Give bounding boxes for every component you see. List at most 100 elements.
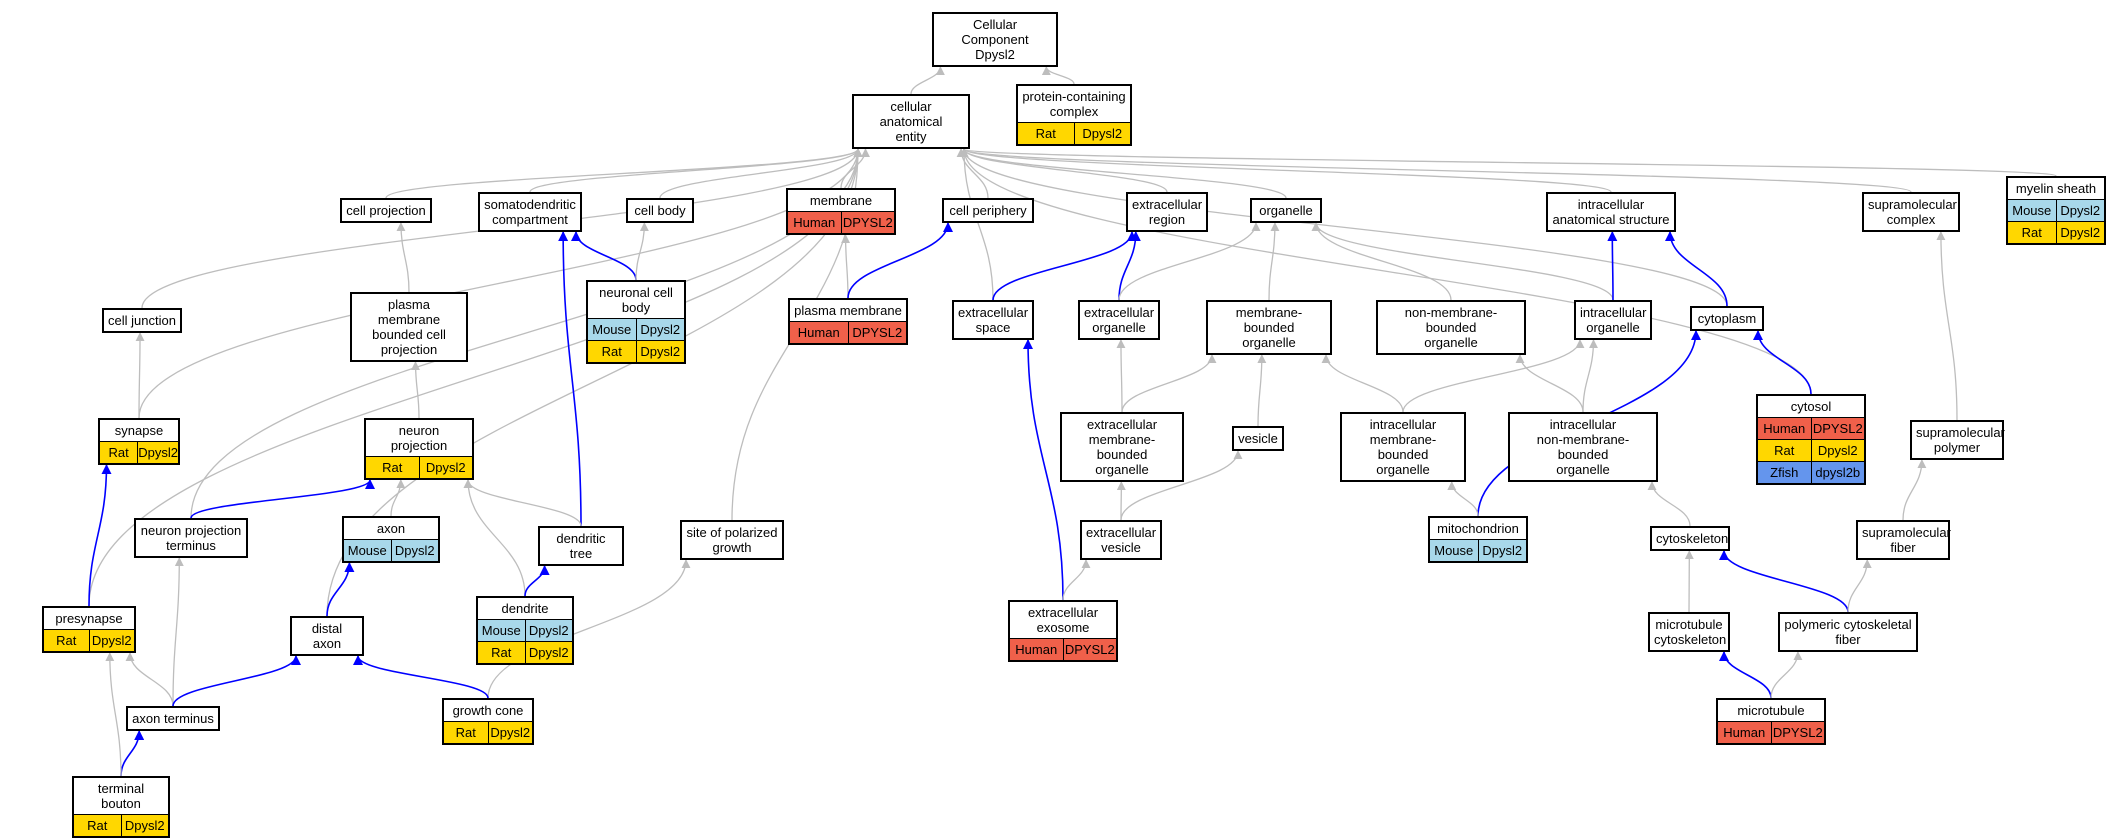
node-title: vesicle [1234, 428, 1282, 449]
node-cellbody[interactable]: cell body [626, 198, 694, 223]
node-title: dendritic tree [540, 528, 622, 564]
edge-embo-to-extorg [1121, 340, 1122, 412]
node-title-line: projection [356, 342, 462, 357]
node-title-line: site of polarized [686, 525, 778, 540]
node-dendtree[interactable]: dendritic tree [538, 526, 624, 566]
node-organelle[interactable]: organelle [1250, 198, 1322, 223]
species-cell: Human [788, 212, 842, 233]
edge-growthcone-to-distalaxon [358, 656, 488, 698]
node-title-line: intracellular [1346, 417, 1460, 432]
node-title-line: intracellular [1552, 197, 1670, 212]
node-title-line: region [1132, 212, 1202, 227]
node-title-line: terminus [140, 538, 242, 553]
node-title-line: membrane-bounded [1346, 432, 1460, 462]
species-cell: Mouse [344, 540, 392, 561]
node-cellproj[interactable]: cell projection [340, 198, 432, 223]
node-title-line: organelle [1084, 320, 1154, 335]
node-title-line: organelle [1382, 335, 1520, 350]
node-title-line: extracellular [1086, 525, 1156, 540]
species-cell: Rat [74, 815, 122, 836]
node-distalaxon[interactable]: distal axon [290, 616, 364, 656]
edge-imbo-to-mbo [1326, 355, 1403, 412]
node-title-line: synapse [104, 423, 174, 438]
node-title-line: space [958, 320, 1028, 335]
edge-mito-to-imbo [1452, 482, 1478, 516]
node-title-line: terminal bouton [78, 781, 164, 811]
species-cell: Human [790, 322, 849, 343]
edge-exosome-to-extvesicle [1063, 560, 1086, 600]
node-title-line: fiber [1784, 632, 1912, 647]
node-title-line: supramolecular [1916, 425, 1998, 440]
gene-cell: Dpysl2 [526, 642, 573, 663]
gene-cell: Dpysl2 [637, 319, 685, 340]
node-title-line: presynapse [48, 611, 130, 626]
node-title: membrane [788, 190, 894, 211]
node-title: myelin sheath [2008, 178, 2104, 199]
gene-cell: Dpysl2 [90, 630, 135, 651]
node-title-line: cytosol [1762, 399, 1860, 414]
node-title-line: vesicle [1086, 540, 1156, 555]
edge-dendtree-to-neuronproj [468, 480, 581, 526]
node-celljunction[interactable]: cell junction [102, 308, 182, 333]
node-periphery[interactable]: cell periphery [942, 198, 1034, 223]
node-title-line: extracellular [1084, 305, 1154, 320]
node-cytoplasm[interactable]: cytoplasm [1690, 306, 1764, 331]
node-title-line: supramolecular [1868, 197, 1954, 212]
edge-axonterm-to-npt [173, 558, 179, 706]
node-title-line: extracellular [1066, 417, 1178, 432]
node-title-line: myelin sheath [2012, 181, 2100, 196]
node-cytoskeleton[interactable]: cytoskeleton [1650, 526, 1730, 551]
node-title-line: cytoskeleton [1654, 632, 1724, 647]
edge-cytoskeleton-to-inmbo [1652, 482, 1690, 526]
node-axonterm[interactable]: axon terminus [126, 706, 220, 731]
node-vesicle[interactable]: vesicle [1232, 426, 1284, 451]
